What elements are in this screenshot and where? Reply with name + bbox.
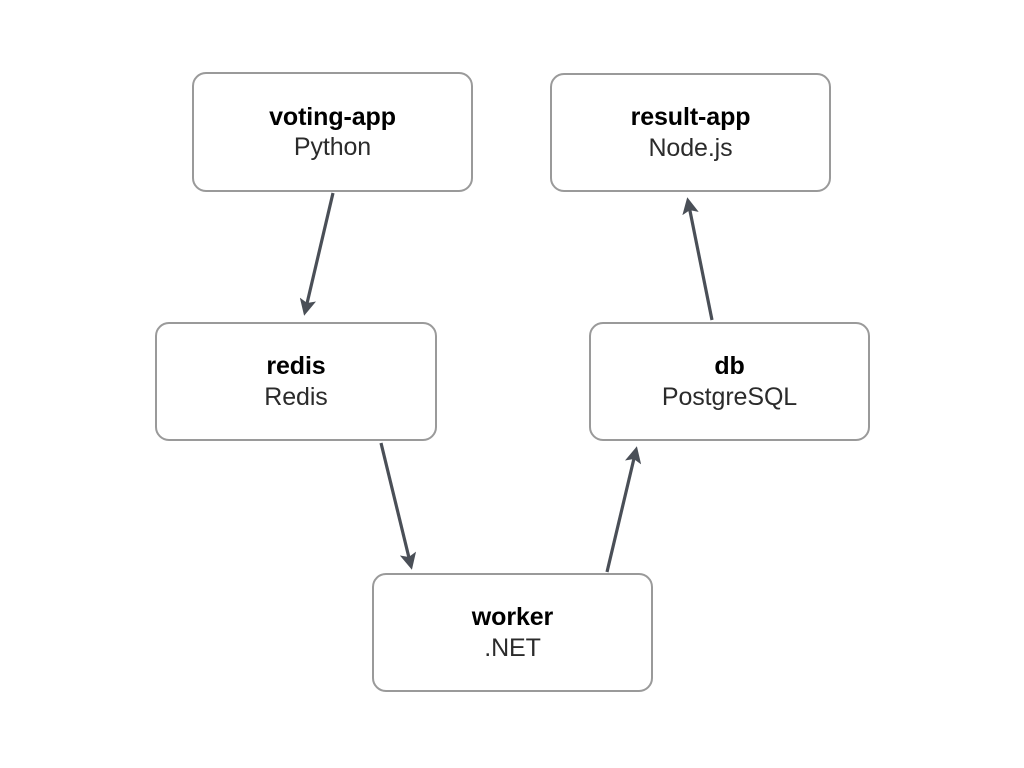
node-title: voting-app — [269, 102, 396, 131]
node-title: redis — [266, 352, 326, 380]
edge-voting-app-to-redis — [299, 192, 335, 316]
node-title: worker — [471, 603, 554, 631]
node-voting-app[interactable]: voting-app Python — [192, 72, 473, 192]
node-subtitle: Redis — [264, 382, 328, 411]
node-worker[interactable]: worker .NET — [372, 573, 653, 692]
edge-db-to-result-app — [682, 197, 714, 321]
node-title: result-app — [630, 103, 751, 131]
node-subtitle: .NET — [484, 633, 541, 662]
node-redis[interactable]: redis Redis — [155, 322, 437, 441]
edge-redis-to-worker — [379, 442, 417, 570]
node-result-app[interactable]: result-app Node.js — [550, 73, 831, 192]
edge-worker-to-db — [605, 446, 642, 573]
node-title: db — [714, 352, 745, 380]
node-subtitle: Python — [293, 133, 372, 161]
node-db[interactable]: db PostgreSQL — [589, 322, 870, 441]
node-subtitle: Node.js — [648, 133, 733, 162]
node-subtitle: PostgreSQL — [661, 382, 798, 411]
